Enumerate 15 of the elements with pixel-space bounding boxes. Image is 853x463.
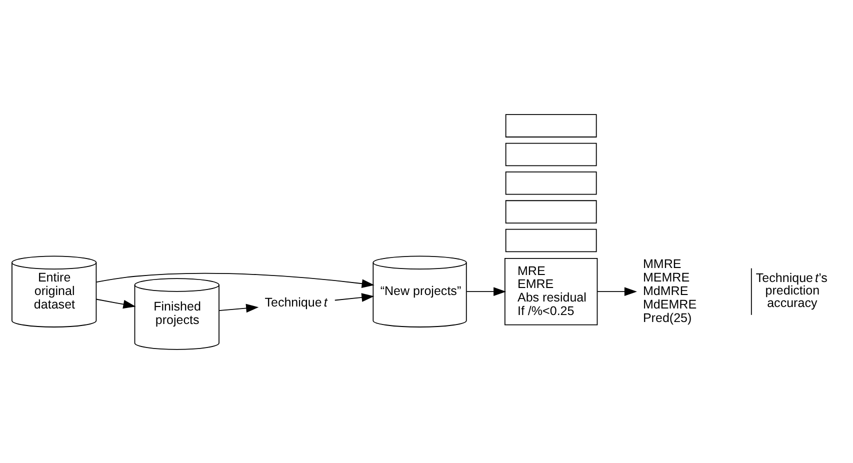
- node-text: Technique t: [264, 295, 328, 310]
- arrow: [466, 286, 506, 296]
- arrow: [96, 272, 374, 288]
- node-box: [505, 200, 597, 223]
- node-box: [505, 171, 597, 194]
- arrow: [597, 286, 637, 296]
- arrow: [218, 303, 259, 312]
- node-box: [505, 142, 597, 166]
- node-box: [505, 114, 597, 137]
- label: Technique t’s prediction accuracy: [756, 270, 828, 310]
- arrow: [96, 298, 136, 308]
- arrow: [334, 292, 374, 302]
- node-box: MRE EMRE Abs residual If /%<0.25: [504, 258, 598, 325]
- node-box: [505, 228, 597, 252]
- node-text: MMRE MEMRE MdMRE MdEMRE Pred(25): [642, 256, 697, 324]
